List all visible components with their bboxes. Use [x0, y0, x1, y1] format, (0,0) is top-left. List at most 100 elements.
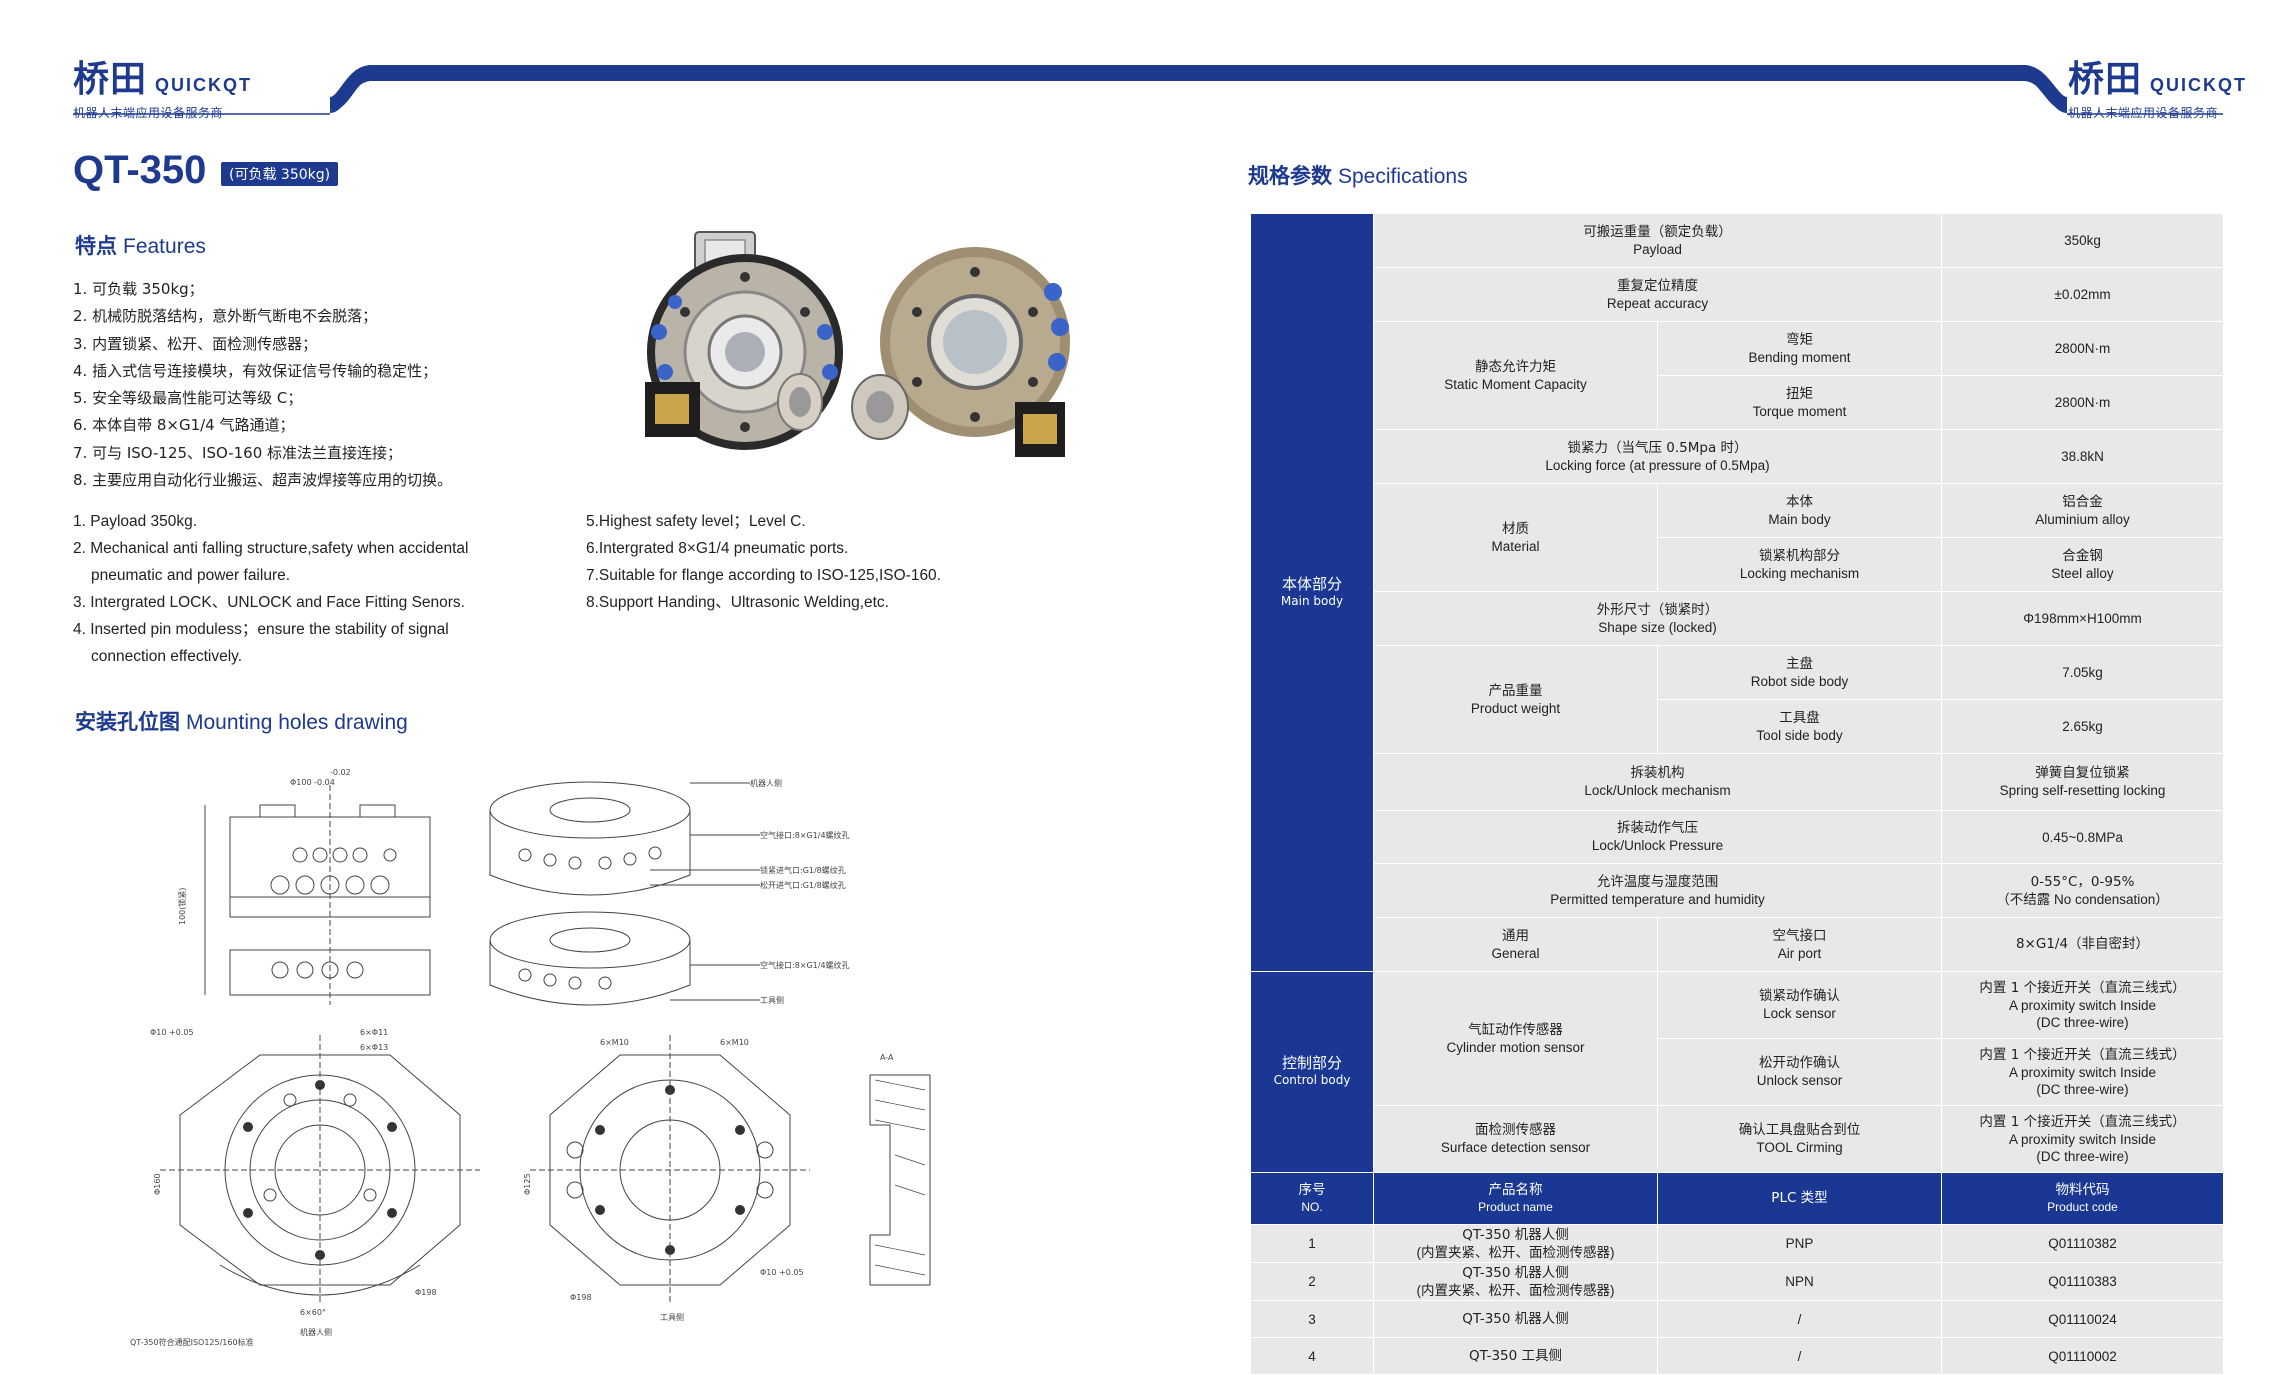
dim-label: 6×Φ11: [360, 1028, 388, 1037]
value-line: 内置 1 个接近开关（直流三线式）: [1979, 979, 2186, 996]
product-code: Q01110382: [1941, 1224, 2224, 1263]
category-cn: 本体部分: [1281, 574, 1342, 593]
value-line: 内置 1 个接近开关（直流三线式）: [1979, 1046, 2186, 1063]
side-view-drawing: -0.02 Φ100 -0.04 100(锁紧): [177, 768, 431, 1005]
feature-item-en: 4. Inserted pin moduless；ensure the stab…: [73, 616, 468, 670]
feature-line: 2. Mechanical anti falling structure,saf…: [73, 540, 469, 557]
drawing-label: 工具侧: [760, 995, 784, 1005]
model-badge: (可负载 350kg): [221, 162, 339, 186]
header-en: Product name: [1478, 1199, 1553, 1214]
label-en: Lock sensor: [1763, 1006, 1836, 1021]
label-cn: 拆装动作气压: [1617, 820, 1698, 836]
feature-item: 2. 机械防脱落结构，意外断气断电不会脱落；: [73, 307, 378, 326]
label-en: Permitted temperature and humidity: [1550, 891, 1765, 907]
feature-item-en: 7.Suitable for flange according to ISO-1…: [586, 567, 941, 584]
spec-value: 2800N·m: [1941, 321, 2224, 376]
label-cn: 可搬运重量（额定负载）: [1583, 223, 1732, 240]
product-name-line: QT-350 机器人侧: [1462, 1226, 1569, 1243]
brand-tagline: 机器人末端应用设备服务商: [2068, 106, 2219, 120]
label-en: General: [1491, 945, 1540, 961]
dim-label: 100(锁紧): [177, 887, 187, 925]
dim-label: 6×M10: [600, 1038, 629, 1047]
category-en: Main body: [1280, 593, 1344, 608]
header-en: Product code: [2047, 1199, 2118, 1214]
dim-label: Φ198: [415, 1288, 437, 1297]
header-en: NO.: [1301, 1199, 1323, 1214]
category-control-body: 控制部分 Control body: [1250, 971, 1374, 1173]
label-en: Shape size (locked): [1598, 619, 1717, 635]
value-line: A proximity switch Inside: [2008, 1064, 2157, 1080]
brand-logo-left: 桥田 QUICKQT 机器人末端应用设备服务商: [73, 50, 252, 121]
product-no: 2: [1250, 1262, 1374, 1301]
spec-value: 0-55°C，0-95%（不结露 No condensation）: [1941, 863, 2224, 918]
features-list-en-right: 5.Highest safety level；Level C. 6.Interg…: [586, 508, 941, 616]
value-en: Steel alloy: [2051, 565, 2114, 581]
feature-line: pneumatic and power failure.: [91, 567, 291, 584]
feature-item-en: 3. Intergrated LOCK、UNLOCK and Face Fitt…: [73, 594, 465, 611]
label-en: Tool side body: [1756, 727, 1843, 743]
label-cn: 允许温度与湿度范围: [1596, 873, 1719, 890]
specs-title-cn: 规格参数: [1248, 164, 1332, 188]
drawing-label: 空气接口:8×G1/4螺纹孔: [760, 830, 850, 840]
header-plc: PLC 类型: [1657, 1172, 1942, 1225]
dim-label: Φ10 +0.05: [760, 1268, 804, 1277]
robot-side-front-view: Φ10 +0.05 6×Φ11 6×Φ13 Φ160 6×60° Φ198 机器…: [130, 1028, 480, 1347]
label-cn: 通用: [1502, 927, 1529, 944]
spec-label: 外形尺寸（锁紧时）Shape size (locked): [1373, 591, 1942, 646]
label-cn: 锁紧力（当气压 0.5Mpa 时）: [1567, 439, 1748, 456]
product-code: Q01110383: [1941, 1262, 2224, 1301]
product-plc: NPN: [1657, 1262, 1942, 1301]
product-name: QT-350 工具侧: [1373, 1337, 1658, 1375]
value-cn: 铝合金: [2062, 493, 2103, 510]
table-row: 3 QT-350 机器人侧 / Q01110024: [1250, 1300, 2224, 1338]
spec-value: 内置 1 个接近开关（直流三线式）A proximity switch Insi…: [1941, 1105, 2224, 1173]
value-line: (DC three-wire): [2036, 1014, 2129, 1030]
header-band: [73, 65, 2223, 115]
product-name: QT-350 机器人侧(内置夹紧、松开、面检测传感器): [1373, 1262, 1658, 1301]
spec-value: 38.8kN: [1941, 429, 2224, 484]
product-name: QT-350 机器人侧: [1373, 1300, 1658, 1338]
value-line: A proximity switch Inside: [2008, 1131, 2157, 1147]
feature-item: 4. 插入式信号连接模块，有效保证信号传输的稳定性；: [73, 361, 438, 380]
drawing-label: 工具侧: [660, 1312, 684, 1322]
label-en: Material: [1491, 538, 1540, 554]
label-en: Robot side body: [1750, 673, 1849, 689]
label-en: Locking mechanism: [1739, 565, 1860, 581]
label-en: Static Moment Capacity: [1444, 376, 1587, 392]
dim-label: Φ100 -0.04: [290, 778, 335, 787]
label-en: Air port: [1777, 945, 1822, 961]
header-cn: 序号: [1298, 1181, 1326, 1198]
spec-value: 0.45~0.8MPa: [1941, 810, 2224, 864]
value-cn: 合金钢: [2062, 547, 2103, 564]
model-title: QT-350: [73, 148, 207, 192]
table-row: 4 QT-350 工具侧 / Q01110002: [1250, 1337, 2224, 1375]
brand-logo-right: 桥田 QUICKQT 机器人末端应用设备服务商: [2068, 50, 2247, 121]
features-title-cn: 特点: [75, 234, 117, 258]
drawing-label: 机器人侧: [300, 1327, 332, 1337]
feature-item-en: 2. Mechanical anti falling structure,saf…: [73, 535, 468, 589]
spec-row-payload: 本体部分 Main body 可搬运重量（额定负载）Payload 350kg: [1250, 213, 2224, 972]
feature-item-en: 1. Payload 350kg.: [73, 513, 198, 530]
spec-value: 内置 1 个接近开关（直流三线式）A proximity switch Insi…: [1941, 971, 2224, 1039]
